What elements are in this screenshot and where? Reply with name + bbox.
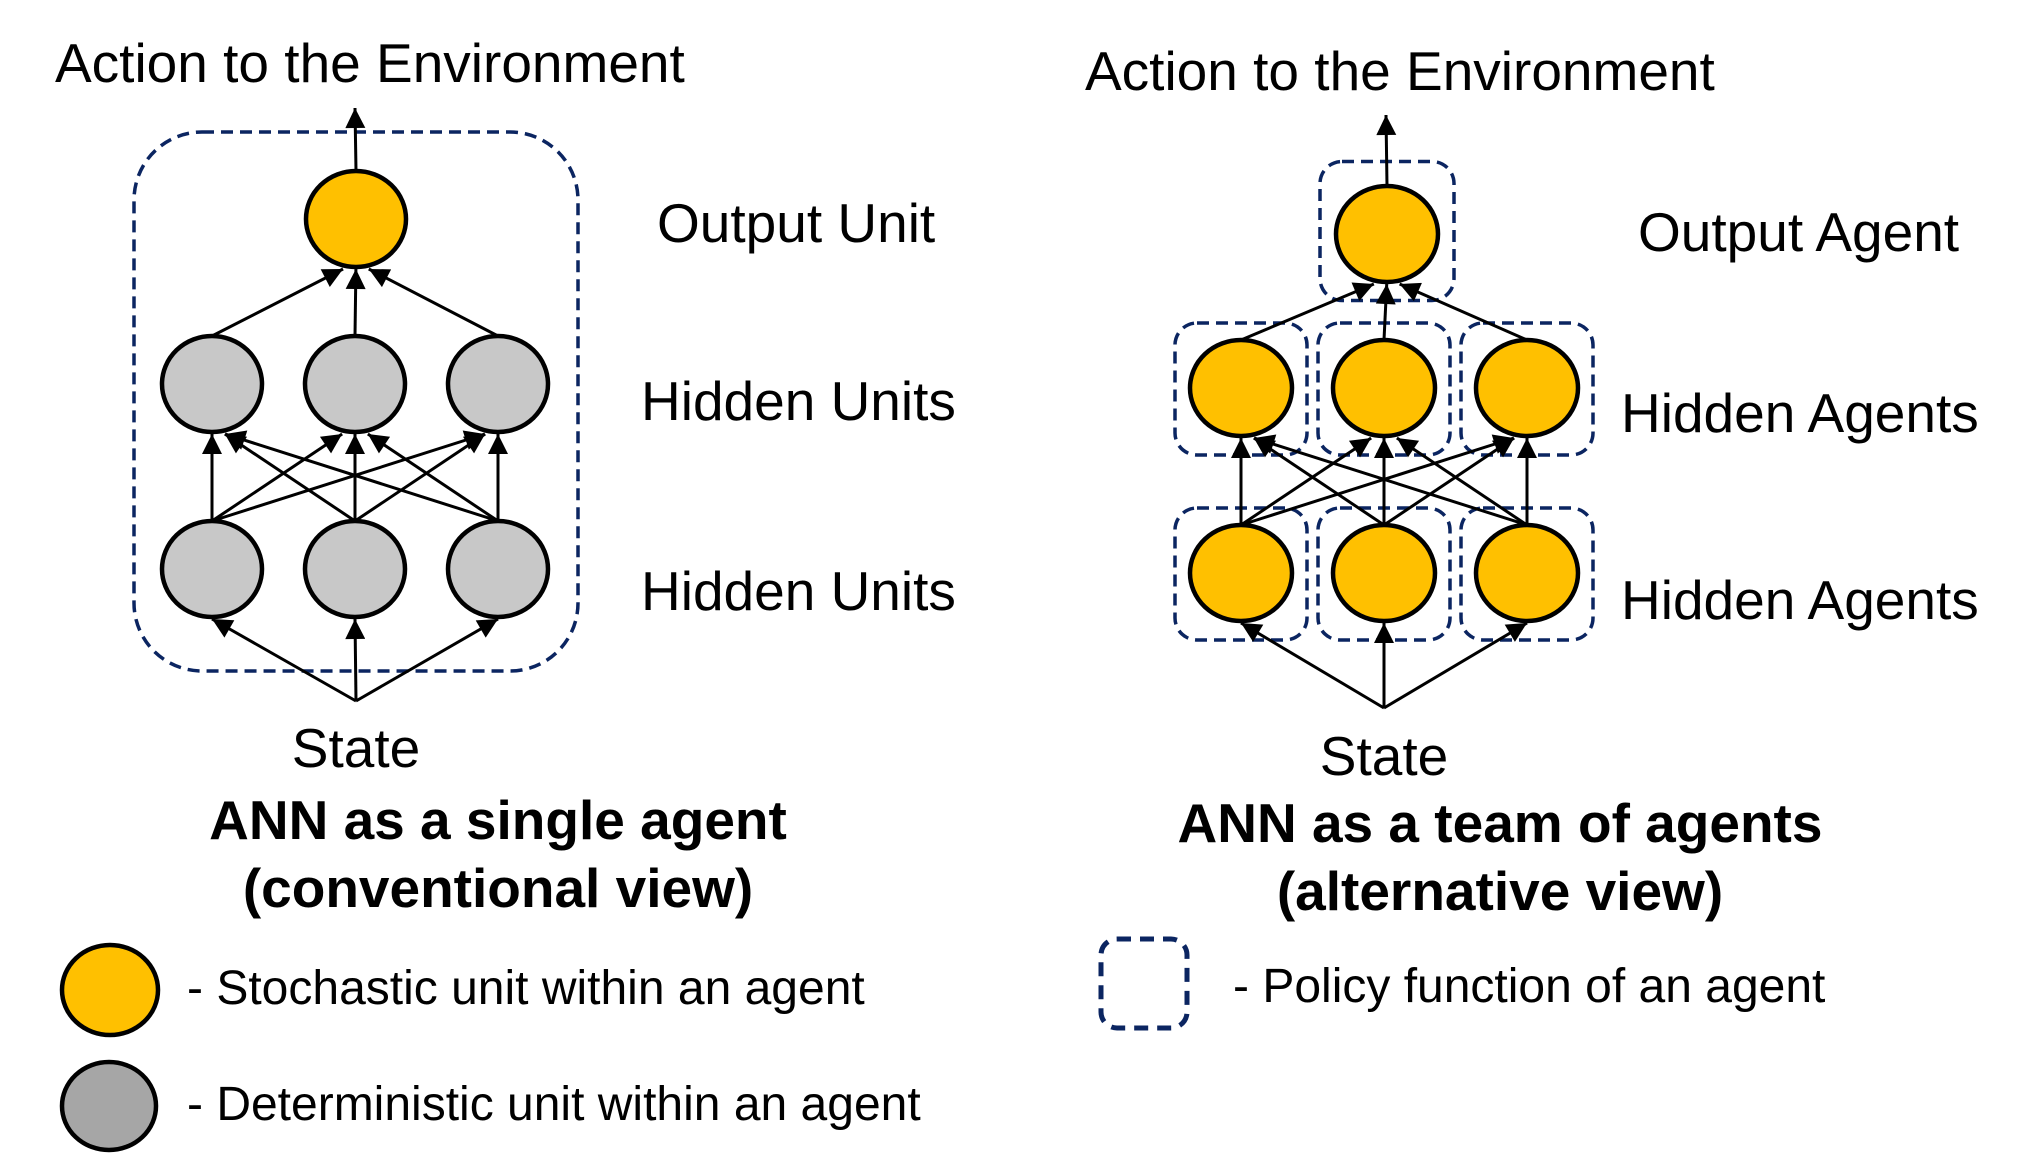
left-caption-line1: ANN as a single agent: [209, 789, 787, 851]
right-connection-edge: [1396, 436, 1528, 527]
left-connection-edge: [211, 430, 486, 523]
legend: - Stochastic unit within an agent - Dete…: [59, 936, 1825, 1153]
right-connection-edge: [1398, 282, 1528, 342]
right-connection-edge: [1240, 434, 1515, 527]
legend-policy-box-icon: [1098, 936, 1190, 1031]
left-hidden-layer-label-2: Hidden Units: [641, 560, 956, 622]
deterministic-unit-node: [159, 333, 265, 435]
left-connection-edge: [211, 432, 343, 523]
right-nodes: [1187, 183, 1581, 624]
stochastic-unit-node: [303, 168, 409, 270]
right-connection-edge: [1375, 283, 1396, 341]
right-connection-edge: [1383, 436, 1515, 527]
left-connection-edge: [354, 432, 486, 523]
right-connection-edge: [1253, 436, 1385, 527]
left-hidden-layer-label-1: Hidden Units: [641, 370, 956, 432]
left-state-input-edge: [345, 618, 366, 702]
right-connection-edge: [1240, 436, 1372, 527]
deterministic-unit-node: [159, 518, 265, 620]
left-action-arrow: [345, 107, 366, 172]
right-connection-edge: [1253, 434, 1528, 527]
left-action-label: Action to the Environment: [55, 32, 685, 94]
legend-policy-label: - Policy function of an agent: [1233, 960, 1825, 1013]
deterministic-unit-node: [445, 333, 551, 435]
left-connection-edge: [367, 432, 499, 523]
legend-deterministic-unit-icon: [59, 1059, 159, 1153]
deterministic-unit-node: [302, 518, 408, 620]
stochastic-unit-node: [1187, 522, 1295, 624]
left-state-input-edge: [211, 617, 357, 703]
right-connection-edge: [1240, 282, 1375, 342]
legend-deterministic-label: - Deterministic unit within an agent: [187, 1078, 921, 1131]
left-edges: [202, 107, 508, 703]
left-connection-edge: [345, 268, 366, 337]
right-state-input-edge: [1383, 621, 1528, 710]
left-state-input-edge: [355, 617, 499, 703]
legend-stochastic-unit-icon: [59, 942, 161, 1038]
right-caption-line1: ANN as a team of agents: [1178, 792, 1823, 854]
left-panel: Action to the Environment Output Unit Hi…: [55, 32, 956, 919]
right-panel: Action to the Environment Output Agent H…: [1085, 40, 1979, 922]
right-edges: [1231, 114, 1537, 710]
right-state-label: State: [1320, 725, 1448, 787]
right-caption-line2: (alternative view): [1277, 860, 1723, 922]
right-output-layer-label: Output Agent: [1638, 201, 1959, 263]
deterministic-unit-node: [302, 333, 408, 435]
legend-stochastic-label: - Stochastic unit within an agent: [187, 962, 865, 1015]
right-action-label: Action to the Environment: [1085, 40, 1715, 102]
deterministic-unit-node: [445, 518, 551, 620]
left-connection-edge: [224, 430, 499, 523]
left-connection-edge: [211, 267, 344, 338]
left-nodes: [159, 168, 551, 620]
right-state-input-edge: [1240, 621, 1385, 710]
right-hidden-layer-label-2: Hidden Agents: [1621, 569, 1979, 631]
stochastic-unit-node: [1333, 183, 1441, 285]
stochastic-unit-node: [1330, 337, 1438, 439]
stochastic-unit-node: [1330, 522, 1438, 624]
right-action-arrow: [1376, 114, 1397, 187]
stochastic-unit-node: [1473, 337, 1581, 439]
left-connection-edge: [224, 432, 356, 523]
right-hidden-layer-label-1: Hidden Agents: [1621, 382, 1979, 444]
left-state-label: State: [292, 717, 420, 779]
stochastic-unit-node: [1473, 522, 1581, 624]
left-connection-edge: [368, 267, 499, 338]
left-caption-line2: (conventional view): [243, 857, 753, 919]
stochastic-unit-node: [1187, 337, 1295, 439]
left-output-layer-label: Output Unit: [657, 192, 935, 254]
